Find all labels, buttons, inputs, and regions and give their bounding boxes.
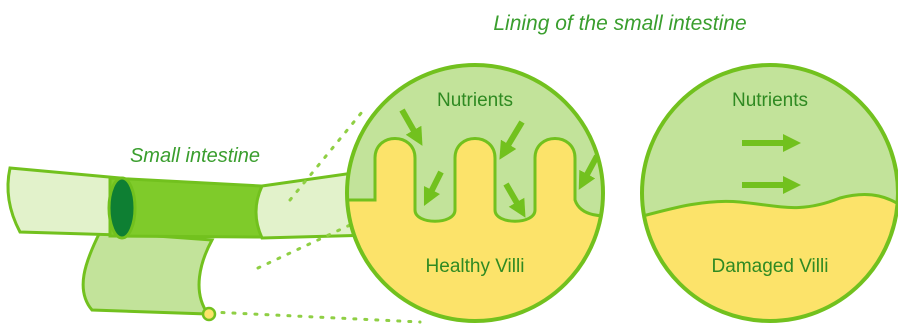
zoom-point-marker xyxy=(203,308,215,320)
damaged-nutrients-label: Nutrients xyxy=(732,90,808,111)
healthy-villi-label: Healthy Villi xyxy=(426,256,525,277)
damaged-villi-panel: Nutrients Damaged Villi xyxy=(620,65,898,324)
damaged-villi-label: Damaged Villi xyxy=(712,256,829,277)
diagram-title: Lining of the small intestine xyxy=(493,12,746,35)
healthy-nutrients-label: Nutrients xyxy=(437,90,513,111)
small-intestine-label: Small intestine xyxy=(130,145,260,167)
lumen-opening xyxy=(109,178,135,238)
healthy-villi-panel: Nutrients Healthy Villi xyxy=(320,65,630,324)
